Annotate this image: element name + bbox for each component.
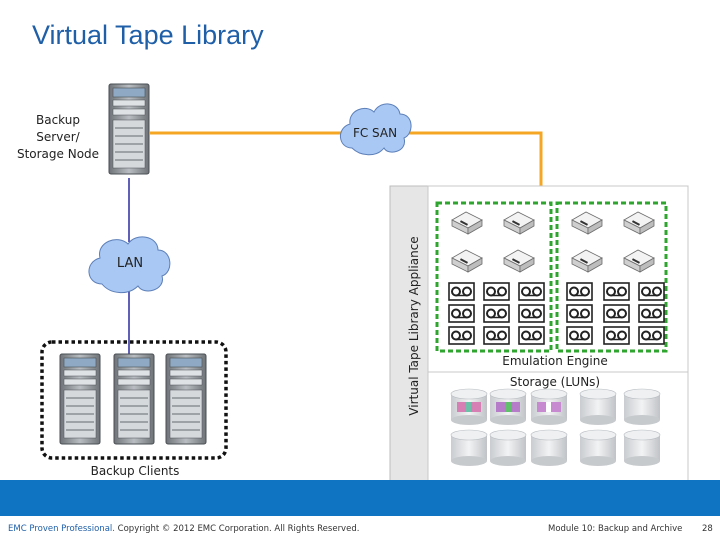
lun-disk-icon [450,429,488,467]
tape-cartridge-icon [483,304,510,323]
tape-cartridge-icon [603,326,630,345]
virtual-library-group-1 [435,201,553,353]
fc-san-cloud-icon [340,103,412,156]
san-to-vtl-link [405,131,543,186]
tape-cartridge-icon [638,304,665,323]
tape-cartridge-icon [566,282,593,301]
tape-cartridge-icon [603,282,630,301]
module-label: Module 10: Backup and Archive [548,524,683,534]
lun-disk-icon [623,429,661,467]
client-server-icon-3 [165,353,207,445]
tape-cartridge-icon [518,326,545,345]
lan-cloud-icon [88,236,171,293]
vtl-appliance-label: Virtual Tape Library Appliance [407,236,421,415]
backup-server-icon [108,83,150,175]
lun-disk-icon [450,388,488,426]
tape-cartridge-icon [566,304,593,323]
tape-cartridge-icon [518,282,545,301]
lun-disk-icon [530,429,568,467]
backup-clients-label: Backup Clients [90,464,180,478]
footer-band [0,480,720,516]
lun-disk-icon [489,388,527,426]
tape-cartridge-icon [483,282,510,301]
storage-luns-label: Storage (LUNs) [509,375,601,389]
tape-cartridge-icon [603,304,630,323]
tape-cartridge-icon [483,326,510,345]
tape-cartridge-icon [638,282,665,301]
lun-disk-icon [579,388,617,426]
page-number: 28 [702,524,713,534]
lun-disk-icon [579,429,617,467]
lun-disk-icon [530,388,568,426]
lun-disk-icon [623,388,661,426]
tape-cartridge-icon [638,326,665,345]
client-server-icon-2 [113,353,155,445]
lan-label: LAN [116,256,144,271]
copyright-text: EMC Proven Professional. Copyright © 201… [8,524,360,534]
tape-cartridge-icon [448,304,475,323]
emulation-engine-label: Emulation Engine [502,354,608,368]
fc-san-label: FC SAN [352,126,398,140]
slide-title: Virtual Tape Library [32,20,264,50]
tape-cartridge-icon [566,326,593,345]
virtual-library-group-2 [555,201,668,353]
tape-cartridge-icon [518,304,545,323]
client-server-icon-1 [59,353,101,445]
tape-cartridge-icon [448,282,475,301]
tape-cartridge-icon [448,326,475,345]
backup-clients-group [40,340,228,460]
backup-server-label: Backup Server/ Storage Node [16,113,100,161]
lun-disk-icon [489,429,527,467]
